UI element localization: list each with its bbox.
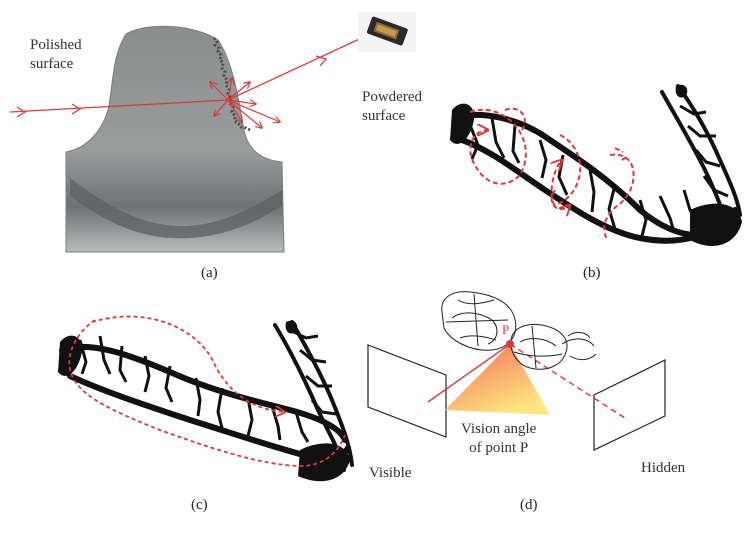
scattered-rays [210,78,280,128]
visible-plane [367,344,447,438]
viewpoint-arcs [469,107,635,241]
polished-surface-label: Polished surface [30,37,82,72]
hidden-label: Hidden [641,460,686,476]
panel-a [9,12,416,253]
point-p-label: P [502,322,510,337]
caption-b: (b) [583,265,601,281]
hidden-plane [593,359,666,451]
tooth-lower-shadow [70,178,282,239]
caption-a: (a) [201,265,218,281]
scan-path [68,315,346,467]
caption-c: (c) [191,497,208,513]
polished-ray [9,99,229,113]
point-p-marker [506,340,514,348]
visible-label: Visible [369,465,412,481]
powdered-surface-edge [212,37,251,132]
scanner-device [358,12,416,52]
vision-angle-label: Vision angle of point P [461,421,537,456]
panel-d [367,291,666,451]
powdered-surface-label: Powdered surface [362,89,422,124]
panel-b [450,84,742,246]
caption-d: (d) [520,497,538,513]
vision-cone [445,344,550,415]
scanner-ray [227,34,369,101]
tooth-outline-drawing [441,291,597,370]
panel-c [58,315,354,482]
